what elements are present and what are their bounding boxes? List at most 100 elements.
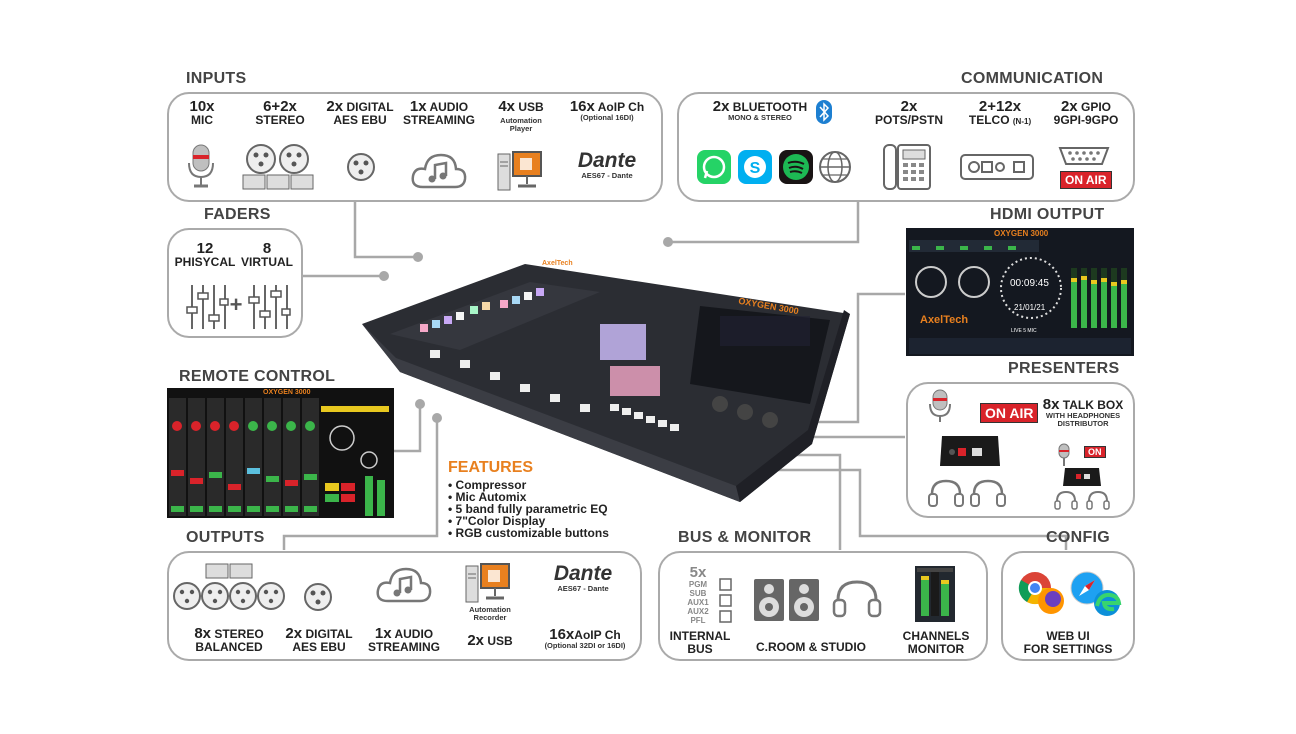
comm-telco-small: (N-1)	[1012, 117, 1032, 126]
skype-icon: S	[738, 150, 772, 184]
hdmi-clock: 00:09:45	[1010, 278, 1049, 289]
cloud-music-icon	[411, 153, 467, 189]
faders-physical-label: PHISYCAL	[174, 255, 236, 269]
input-aoip: 16x AoIP Ch (Optional 16DI)	[562, 98, 652, 122]
input-streaming-name2: STREAMING	[403, 113, 475, 127]
input-stereo-count: 6+2x	[263, 98, 297, 115]
input-aoip-name: AoIP Ch	[597, 100, 645, 114]
comm-pots-name: POTS/PSTN	[874, 113, 943, 127]
presenters-onair-small-badge: ON	[1084, 446, 1106, 458]
input-digital-count: 2x	[326, 98, 344, 115]
edge-icon	[1094, 590, 1122, 616]
presenters-onair-badge: ON AIR	[980, 403, 1039, 423]
input-usb-name: USB	[518, 100, 544, 114]
input-aoip-count: 16x	[569, 98, 595, 115]
gpio-onair-badge: ON AIR	[1060, 171, 1112, 189]
fader-virtual-icon	[248, 285, 291, 329]
xlr-icon	[347, 153, 375, 181]
presenter-mic-icon	[929, 389, 951, 422]
feature-item: Mic Automix	[448, 491, 609, 503]
config-webui-label2: FOR SETTINGS	[1023, 642, 1113, 656]
bus-count: 5x	[689, 564, 707, 581]
input-mic-count: 10x	[189, 98, 215, 115]
bluetooth-icon	[816, 100, 832, 124]
telco-icon	[960, 154, 1034, 180]
output-aoip-sub: (Optional 32DI or 16DI)	[544, 641, 626, 650]
comm-gpio-count: 2x	[1060, 98, 1078, 115]
remote-screen-graphics	[169, 398, 389, 516]
bus-item: PGM	[688, 580, 708, 589]
output-aoip-count: 16x	[549, 626, 575, 643]
features-list: FEATURES Compressor Mic Automix 5 band f…	[448, 459, 609, 539]
comm-telco-name: TELCO	[968, 113, 1010, 127]
console-image	[362, 264, 850, 502]
config-box	[1001, 551, 1135, 661]
output-stereo-name: STEREO	[214, 627, 264, 641]
comm-bluetooth: 2x BLUETOOTH MONO & STEREO	[708, 98, 812, 122]
console-brand: AxelTech	[542, 260, 573, 267]
presenters-sub: WITH HEADPHONES	[1045, 411, 1121, 420]
fader-physical-icon	[186, 285, 229, 329]
comm-bluetooth-sub: MONO & STEREO	[728, 113, 792, 122]
faders-title: FADERS	[204, 206, 271, 223]
output-digital-name: DIGITAL	[305, 627, 353, 641]
svg-text:S: S	[750, 160, 761, 177]
feature-item: RGB customizable buttons	[448, 527, 609, 539]
bus-croom: C.ROOM & STUDIO	[748, 641, 874, 654]
faders-virtual-label: VIRTUAL	[241, 255, 293, 269]
safari-icon	[1070, 571, 1104, 605]
output-usb-sub2: Recorder	[473, 613, 507, 622]
hdmi-screen: OXYGEN 3000 00:09:45 21/01/21 AxelTech L…	[906, 228, 1134, 356]
input-digital-name: DIGITAL	[346, 100, 394, 114]
input-aoip-sub: (Optional 16DI)	[580, 113, 634, 122]
outputs-title: OUTPUTS	[186, 529, 265, 546]
output-streaming-name: AUDIO	[394, 627, 434, 641]
cloud-music-icon	[376, 567, 432, 603]
output-aoip-name: AoIP Ch	[574, 628, 621, 642]
output-digital-count: 2x	[285, 625, 303, 642]
bus-item: AUX2	[687, 607, 709, 616]
remote-title: REMOTE CONTROL	[179, 368, 336, 385]
comm-gpio-name2: 9GPI-9GPO	[1053, 113, 1119, 127]
headphones-small-icon	[1054, 490, 1078, 510]
headphones-icon	[928, 479, 964, 507]
speaker-icon	[754, 579, 784, 621]
headphones-icon	[832, 580, 882, 618]
dante-logo: Dante AES67 - Dante	[538, 563, 628, 593]
comm-bluetooth-count: 2x	[712, 98, 730, 115]
whatsapp-icon	[697, 150, 731, 184]
bus-internal-label2: BUS	[687, 642, 713, 656]
computer-icon	[497, 151, 542, 191]
hdmi-date: 21/01/21	[1014, 303, 1046, 312]
output-stereo-name2: BALANCED	[195, 640, 263, 654]
input-usb-sub2: Player	[509, 124, 533, 133]
bus-channels-label: CHANNELS	[902, 629, 970, 643]
talkbox-small-icon	[1063, 468, 1101, 486]
feature-item: 7"Color Display	[448, 515, 609, 527]
presenter-mic-small-icon	[1058, 443, 1070, 466]
presenters-title: PRESENTERS	[1008, 360, 1120, 377]
output-digital-name2: AES EBU	[292, 640, 346, 654]
faders-virtual-count: 8	[262, 240, 272, 257]
xlr-icon	[304, 583, 332, 611]
firefox-icon	[1038, 588, 1064, 614]
remote-screen: OXYGEN 3000	[167, 388, 394, 518]
output-stereo-count: 8x	[194, 625, 211, 642]
dante-logo-sub: AES67 - Dante	[581, 171, 633, 180]
communication-title: COMMUNICATION	[961, 70, 1104, 87]
remote-product: OXYGEN 3000	[263, 389, 311, 396]
output-usb-count: 2x	[467, 632, 484, 649]
bus-item: PFL	[690, 616, 706, 625]
gpio-icon	[1058, 147, 1110, 165]
xlr-ethernet-icon	[173, 563, 285, 610]
config-webui-label: WEB UI	[1046, 629, 1090, 643]
features-title: FEATURES	[448, 459, 534, 476]
